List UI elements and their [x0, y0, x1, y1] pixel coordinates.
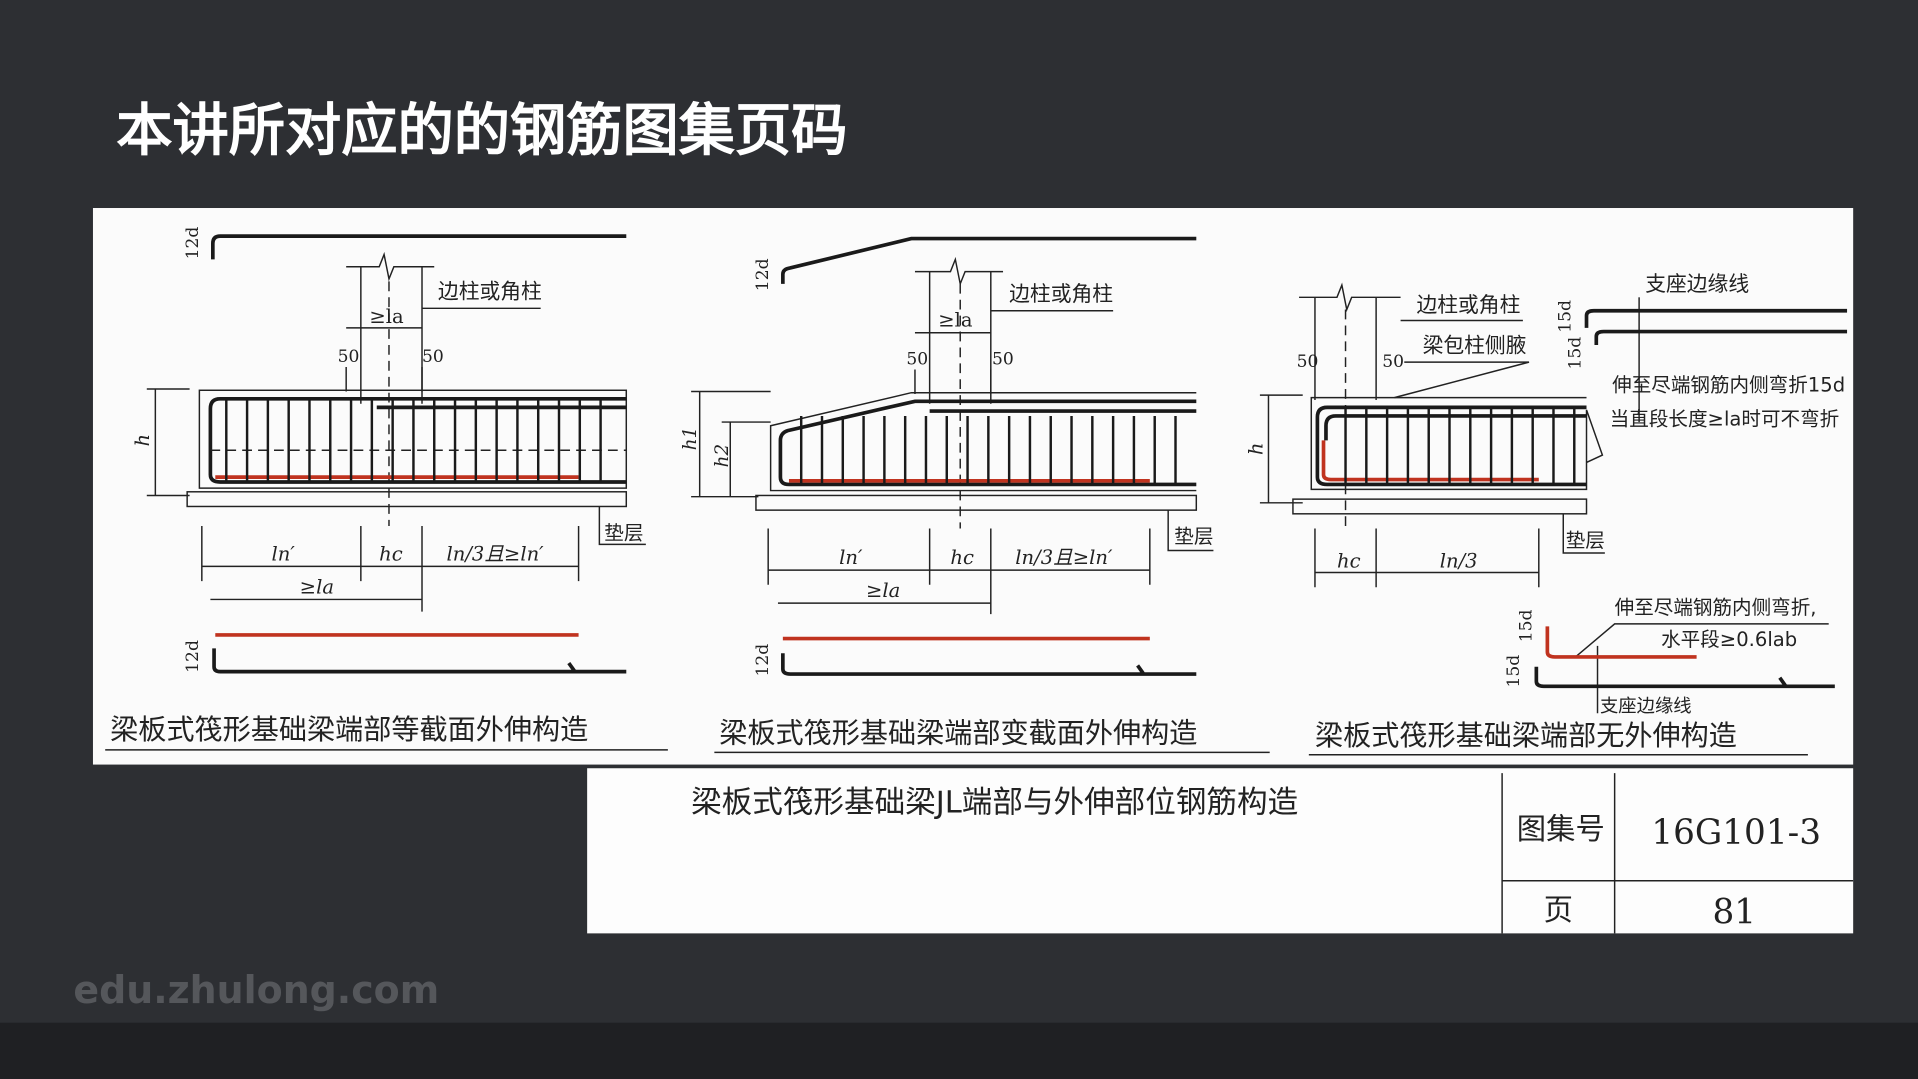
beam-rebar	[778, 399, 1197, 487]
label-cushion: 垫层	[1566, 529, 1605, 552]
label-50-right: 50	[422, 347, 444, 367]
label-12d-top: 12d	[183, 227, 203, 260]
label-haunch: 梁包柱侧腋	[1423, 333, 1527, 357]
slab-cushion	[1292, 498, 1588, 515]
beam-outline	[1310, 396, 1604, 491]
caption-2: 梁板式筏形基础梁端部变截面外伸构造	[719, 717, 1197, 750]
label-h: h	[131, 434, 154, 447]
height-dim	[1259, 394, 1303, 504]
note-bottom-1: 伸至尽端钢筋内侧弯折,	[1615, 596, 1817, 619]
top-rebar-hook	[211, 234, 627, 260]
beam-outline	[198, 389, 628, 489]
note-top-2: 当直段长度≥la时可不弯折	[1610, 408, 1839, 431]
label-12d-bottom: 12d	[183, 640, 203, 673]
label-hc: hc	[950, 546, 974, 569]
label-support-edge-top: 支座边缘线	[1645, 272, 1749, 296]
note-top-1: 伸至尽端钢筋内侧弯折15d	[1612, 373, 1845, 396]
height-dim	[146, 388, 190, 497]
label-cushion: 垫层	[1174, 525, 1213, 548]
leader-lines	[914, 310, 1114, 394]
dimension-lines	[1314, 528, 1540, 588]
label-ln3: ln/3	[1440, 550, 1478, 573]
top-hook-rebars	[1584, 308, 1848, 346]
leader-lines	[1394, 319, 1530, 399]
drawing-title: 梁板式筏形基础梁JL端部与外伸部位钢筋构造	[691, 785, 1298, 820]
label-support-edge-bottom: 支座边缘线	[1600, 696, 1692, 717]
beam-rebar	[208, 396, 627, 484]
stirrups	[225, 398, 602, 483]
bottom-hook-rebar	[1534, 666, 1835, 689]
column-outline	[1299, 282, 1401, 401]
label-la: ≥la	[866, 579, 900, 602]
dimension-lines	[201, 526, 580, 612]
label-50-right: 50	[992, 350, 1014, 370]
label-ln3: ln/3且≥ln′	[1015, 546, 1113, 569]
label-column: 边柱或角柱	[1416, 293, 1520, 317]
bottom-rebar-hook	[212, 648, 627, 674]
label-ln3: ln/3且≥ln′	[446, 542, 544, 565]
label-anchor: ≥la	[938, 309, 973, 332]
leader-lines	[345, 307, 541, 392]
label-50-right: 50	[1382, 352, 1404, 372]
atlas-number: 16G101-3	[1651, 813, 1821, 853]
label-h: h	[1244, 442, 1267, 455]
title-block: 梁板式筏形基础梁JL端部与外伸部位钢筋构造 图集号 16G101-3 页 81	[587, 768, 1854, 934]
label-h1: h1	[680, 427, 701, 450]
label-ln-prime: ln′	[839, 546, 863, 569]
highlight-bottom-rebar	[1321, 440, 1539, 482]
label-anchor: ≥la	[369, 305, 404, 328]
label-15d-bottom-1: 15d	[1516, 609, 1536, 642]
label-ln-prime: ln′	[272, 542, 296, 565]
label-column: 边柱或角柱	[438, 280, 542, 304]
label-50-left: 50	[906, 350, 928, 370]
beam-outline	[769, 391, 1197, 492]
highlight-bottom-hook	[1545, 626, 1697, 659]
slab-cushion	[186, 491, 628, 508]
dimension-lines	[767, 528, 1151, 615]
title-block-grid	[1501, 773, 1854, 934]
label-hc: hc	[1337, 550, 1361, 573]
beam-rebar	[1315, 405, 1587, 487]
caption-1: 梁板式筏形基础梁端部等截面外伸构造	[110, 713, 588, 746]
label-15d-top-2: 15d	[1565, 337, 1585, 370]
slab-cushion	[755, 494, 1198, 511]
height-dims	[691, 390, 771, 498]
diagram-variable-section: 12d 边柱或角柱 ≥la 50 50 h1 h2 垫层 ln′ hc ln/3…	[680, 236, 1270, 754]
label-50-left: 50	[1297, 352, 1319, 372]
label-50-left: 50	[338, 347, 360, 367]
note-bottom-2: 水平段≥0.6lab	[1661, 628, 1797, 651]
label-la: ≥la	[300, 575, 334, 598]
atlas-label: 图集号	[1517, 812, 1605, 846]
label-cushion: 垫层	[604, 522, 643, 545]
slide-title: 本讲所对应的的钢筋图集页码	[116, 98, 847, 163]
page-label: 页	[1544, 893, 1573, 927]
label-column: 边柱或角柱	[1009, 282, 1113, 306]
cushion-leader	[598, 506, 646, 546]
cushion-leader	[1167, 510, 1214, 552]
diagram-no-extension: 边柱或角柱 梁包柱侧腋 50 50 h 支座边缘线 15d 15d 伸至尽端钢筋…	[1244, 272, 1848, 756]
label-15d-top-1: 15d	[1556, 300, 1576, 333]
top-rebar-hook	[781, 236, 1197, 284]
label-15d-bottom-2: 15d	[1504, 655, 1524, 688]
diagram-equal-section: 12d 边柱或角柱 ≥la 50 50 h 垫层 ln′ hc ln/3且≥ln…	[105, 227, 668, 751]
stirrups	[799, 415, 1177, 485]
page-number: 81	[1713, 893, 1757, 933]
bottom-strip	[0, 1022, 1918, 1079]
caption-3: 梁板式筏形基础梁端部无外伸构造	[1315, 719, 1737, 752]
cushion-leader	[1562, 513, 1605, 554]
label-12d-top: 12d	[753, 258, 773, 291]
label-h2: h2	[712, 444, 733, 467]
watermark: edu.zhulong.com	[73, 968, 439, 1012]
bottom-rebar-hook	[781, 653, 1197, 676]
stirrups	[1344, 407, 1576, 485]
label-12d-bottom: 12d	[753, 644, 773, 677]
label-hc: hc	[379, 542, 403, 565]
title-block-panel	[587, 768, 1854, 934]
